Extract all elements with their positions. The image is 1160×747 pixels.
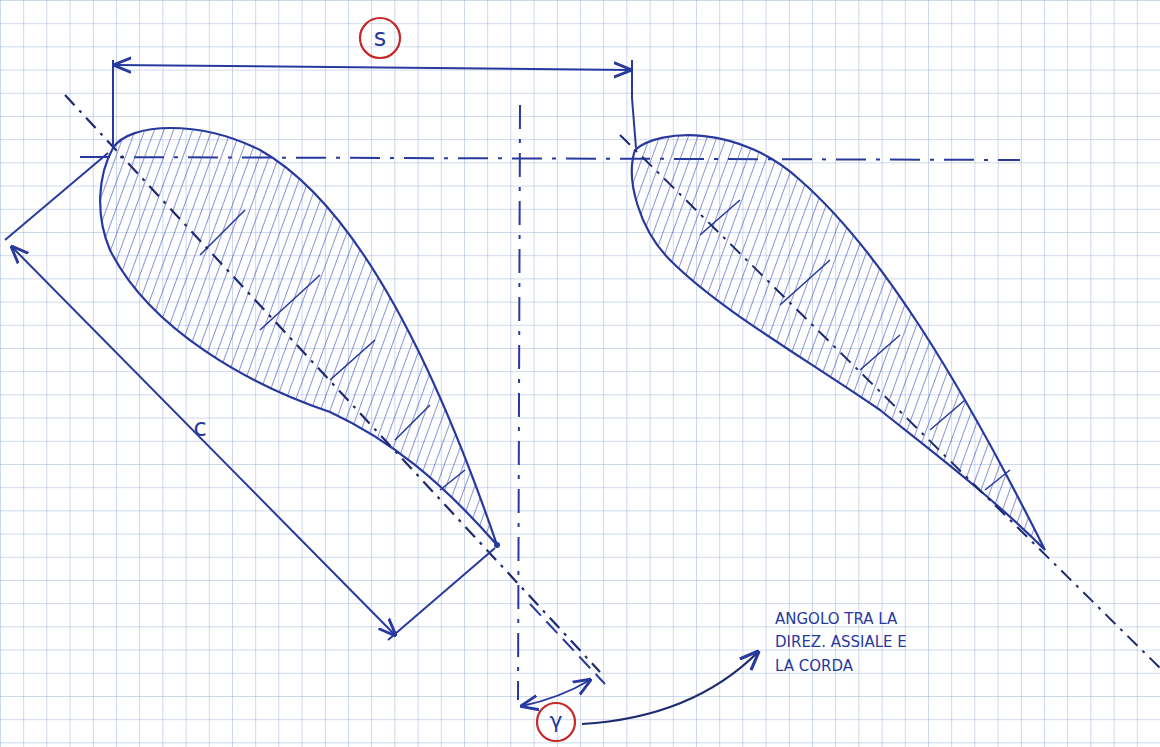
leader-arrow xyxy=(582,652,758,724)
label-text: c xyxy=(193,414,206,442)
blade-left xyxy=(65,95,600,672)
angle-symbol: γ xyxy=(549,710,562,732)
chord-dimension xyxy=(5,153,495,640)
label-text: ANGOLO TRA LA DIREZ. ASSIALE E LA CORDA xyxy=(775,610,907,675)
red-circle xyxy=(360,18,400,58)
chord-symbol: c xyxy=(193,416,206,440)
blade-right xyxy=(620,135,1160,668)
label-text: s xyxy=(374,24,387,52)
note-text: ANGOLO TRA LA DIREZ. ASSIALE E LA CORDA xyxy=(775,608,930,678)
label-text: γ xyxy=(549,708,562,733)
pitch-symbol: s xyxy=(374,26,387,50)
pitch-dimension xyxy=(113,60,636,148)
red-circle xyxy=(537,703,575,741)
angle-arc xyxy=(522,604,605,706)
